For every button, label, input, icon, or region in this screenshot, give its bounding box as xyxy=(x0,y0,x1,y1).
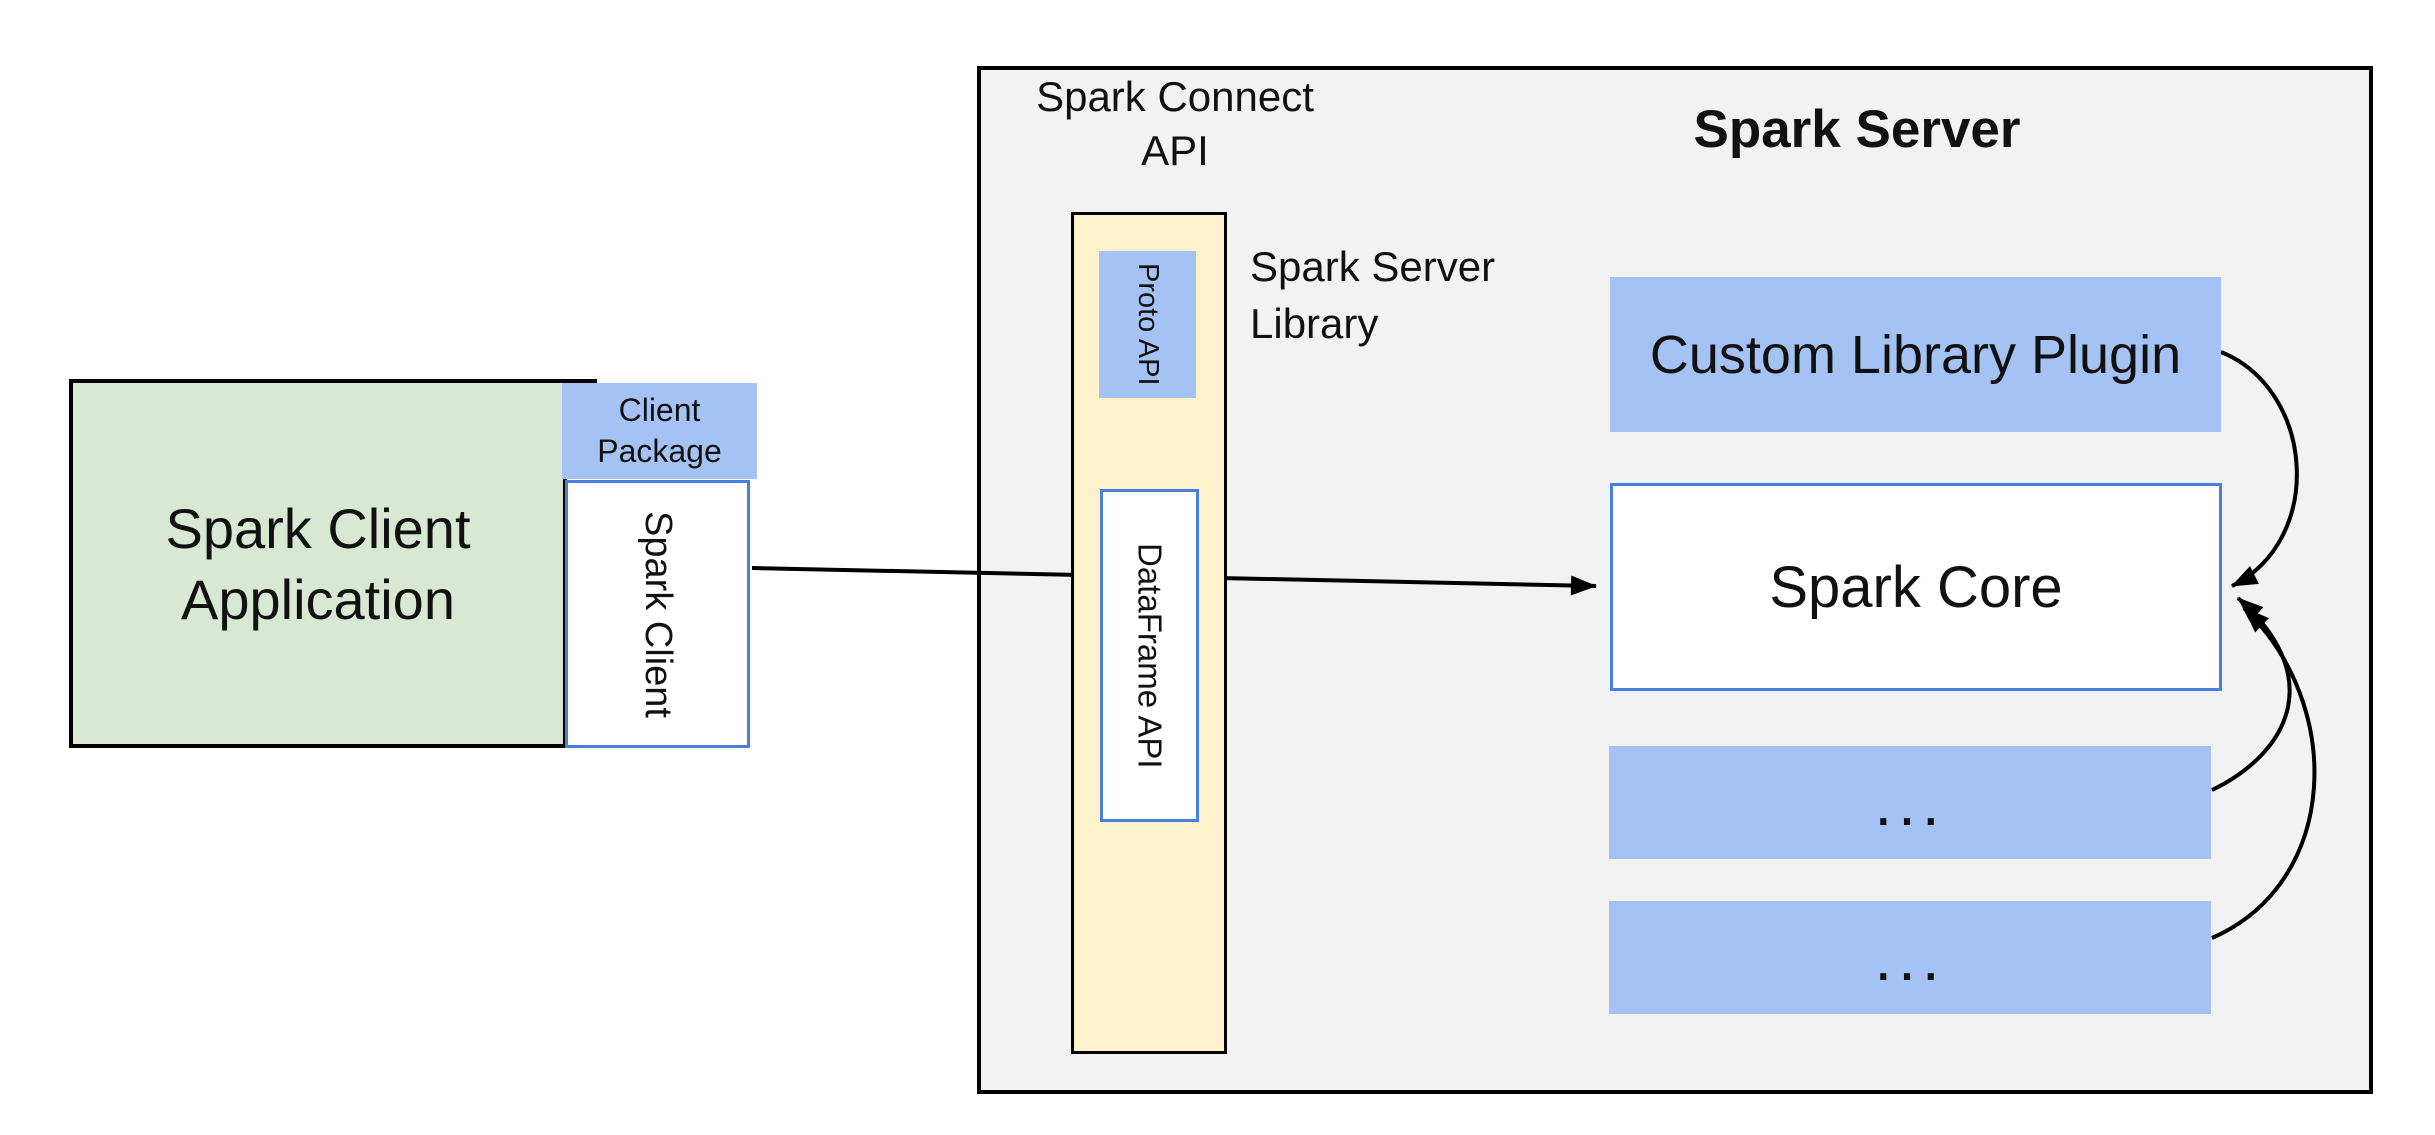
spark-client-box: Spark Client xyxy=(565,480,750,748)
spark-server-library-label-line2: Library xyxy=(1250,300,1379,347)
additional-module-box-top: ... xyxy=(1609,746,2211,859)
additional-module-box-bottom: ... xyxy=(1609,901,2211,1014)
custom-library-plugin-box: Custom Library Plugin xyxy=(1610,277,2221,432)
spark-client-application-label-line2: Application xyxy=(181,567,455,631)
spark-server-library-label-line1: Spark Server xyxy=(1250,243,1496,290)
spark-core-label: Spark Core xyxy=(1769,554,2063,620)
proto-api-label: Proto API xyxy=(1132,263,1164,386)
dataframe-api-label: DataFrame API xyxy=(1131,542,1169,769)
additional-module-ellipsis-bottom: ... xyxy=(1874,921,1946,994)
client-box-border-segment xyxy=(567,379,597,383)
additional-module-ellipsis-top: ... xyxy=(1874,766,1946,839)
spark-client-label: Spark Client xyxy=(637,510,679,718)
spark-server-title: Spark Server xyxy=(1693,100,2021,159)
client-package-box: Client Package xyxy=(562,383,757,479)
client-package-label-line2: Package xyxy=(597,433,722,469)
spark-server-library-label: Spark Server Library xyxy=(1250,238,1580,352)
spark-connect-api-title-line1: Spark Connect xyxy=(1036,73,1314,120)
spark-connect-api-title-line2: API xyxy=(1141,127,1209,174)
spark-connect-api-title: Spark Connect API xyxy=(960,70,1390,178)
proto-api-box: Proto API xyxy=(1099,251,1196,398)
custom-library-plugin-label: Custom Library Plugin xyxy=(1649,324,2182,385)
client-package-label-line1: Client xyxy=(618,392,701,428)
spark-client-application-label-line1: Spark Client xyxy=(165,496,471,560)
spark-client-application-box: Spark Client Application xyxy=(69,379,567,748)
dataframe-api-box: DataFrame API xyxy=(1100,489,1199,822)
spark-core-box: Spark Core xyxy=(1610,483,2222,691)
